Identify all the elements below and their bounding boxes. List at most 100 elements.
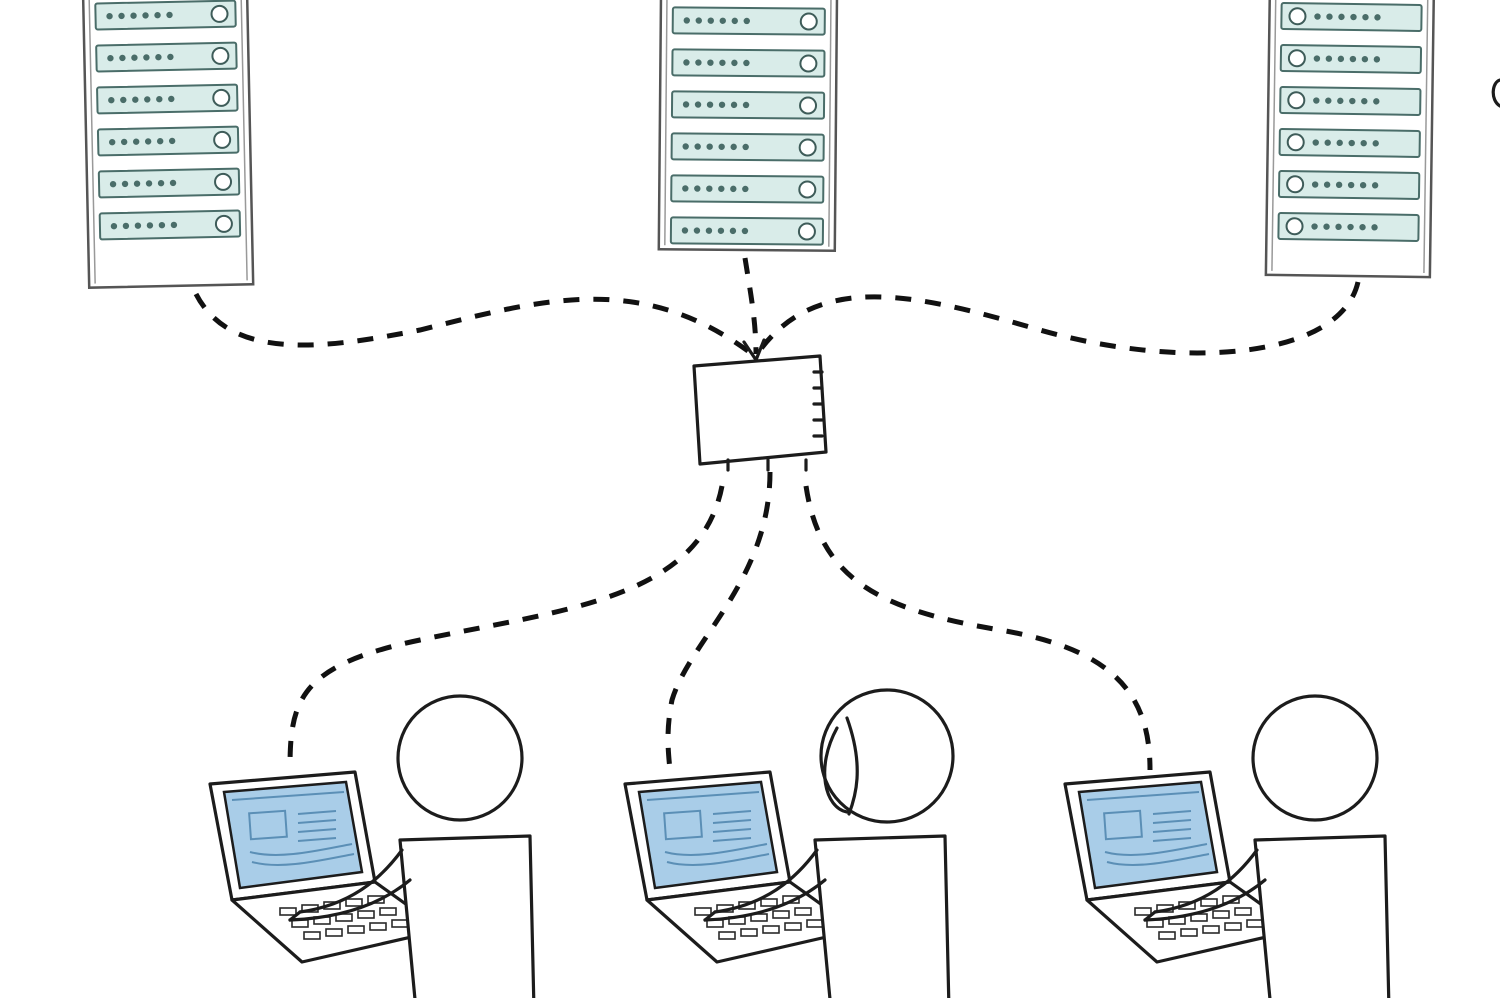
led-dot <box>157 179 165 187</box>
led-dot <box>1359 223 1366 231</box>
led-dot <box>695 59 702 66</box>
server-slot <box>671 48 826 78</box>
server-right <box>1264 0 1436 279</box>
power-knob-icon <box>1286 133 1305 152</box>
led-dot <box>1311 223 1318 230</box>
keyboard-key <box>718 931 736 940</box>
led-dot <box>168 95 175 103</box>
led-dot <box>707 59 714 66</box>
keyboard-key <box>694 907 712 916</box>
led-dot <box>1324 139 1331 146</box>
server-slot <box>96 83 239 115</box>
screen-text-line <box>712 819 752 824</box>
led-dot <box>707 17 714 24</box>
led-dot <box>170 221 178 229</box>
power-knob-icon <box>799 12 818 31</box>
rack-edge <box>88 0 96 284</box>
led-dot <box>1359 181 1367 189</box>
user-left <box>208 694 536 998</box>
head-hair-icon <box>819 688 955 824</box>
led-dot <box>1371 224 1378 231</box>
led-dot <box>1373 56 1381 63</box>
arm-icon <box>713 848 819 914</box>
screen-image-block <box>248 809 288 841</box>
led-dot <box>130 12 137 19</box>
keyboard-key <box>1224 922 1242 931</box>
led-dot <box>131 54 138 61</box>
led-dot <box>158 221 166 229</box>
led-dot <box>119 54 126 62</box>
laptop-screen-icon <box>1077 780 1219 890</box>
led-dot <box>1311 181 1319 188</box>
led-dot <box>694 185 701 192</box>
led-dot <box>718 185 725 192</box>
keyboard-key <box>379 907 397 916</box>
server-slot <box>98 209 242 241</box>
keyboard-key <box>357 910 375 919</box>
keyboard-key <box>784 922 802 931</box>
led-dot <box>731 59 738 67</box>
led-dot <box>694 143 701 150</box>
led-dot <box>695 17 702 24</box>
led-dot <box>134 222 142 229</box>
arm-icon <box>288 878 412 922</box>
led-dot <box>1336 139 1343 147</box>
power-knob-icon <box>1288 7 1307 26</box>
led-dot <box>109 180 117 188</box>
led-dot <box>717 227 725 234</box>
power-knob-icon <box>1287 49 1306 68</box>
led-dot <box>1347 223 1354 231</box>
power-knob-icon <box>212 88 231 107</box>
keyboard-key <box>1134 907 1152 916</box>
server-slot <box>1277 170 1421 200</box>
led-dot <box>154 11 161 19</box>
led-dot <box>146 222 154 229</box>
keyboard-key <box>1212 910 1230 919</box>
led-dot <box>742 143 749 151</box>
power-knob-icon <box>214 172 233 191</box>
screen-header-line <box>646 791 760 801</box>
screen-text-line <box>712 828 752 833</box>
led-dot <box>706 185 713 192</box>
rack-edge <box>1423 0 1429 274</box>
link-server-center <box>742 257 759 355</box>
led-dot <box>166 11 173 19</box>
keyboard-key <box>347 925 365 934</box>
torso-icon <box>398 834 536 998</box>
partial-edge-shape <box>1491 78 1500 108</box>
led-dot <box>1335 181 1343 189</box>
server-slot <box>97 167 241 199</box>
server-center <box>657 0 839 253</box>
keyboard-key <box>794 907 812 916</box>
keyboard-key <box>1202 925 1220 934</box>
server-slot <box>95 41 238 73</box>
led-dot <box>1350 13 1357 21</box>
keyboard-key <box>762 925 780 934</box>
hand-icon <box>288 910 302 922</box>
power-knob-icon <box>213 130 232 149</box>
servers-group <box>81 0 1436 289</box>
keyboard-key <box>345 898 363 907</box>
led-dot <box>120 96 127 104</box>
led-dot <box>1361 97 1368 105</box>
connection-lines <box>193 257 1361 771</box>
led-dot <box>1373 98 1380 105</box>
server-slot <box>94 0 237 31</box>
server-slot <box>671 6 826 36</box>
led-dot <box>144 138 152 145</box>
rack-edge <box>828 0 832 247</box>
keyboard-key <box>1234 907 1252 916</box>
led-dot <box>1360 139 1367 147</box>
screen-image-block <box>1103 809 1143 841</box>
keyboard-key <box>1200 898 1218 907</box>
led-dot <box>1325 97 1332 104</box>
power-knob-icon <box>797 222 816 241</box>
led-dot <box>1337 97 1344 105</box>
link-user-right <box>803 485 1153 771</box>
led-dot <box>108 138 116 146</box>
led-dot <box>730 185 737 193</box>
led-dot <box>132 96 139 103</box>
led-dot <box>1313 97 1320 104</box>
led-dot <box>719 59 726 66</box>
laptop-screen-icon <box>222 780 364 890</box>
